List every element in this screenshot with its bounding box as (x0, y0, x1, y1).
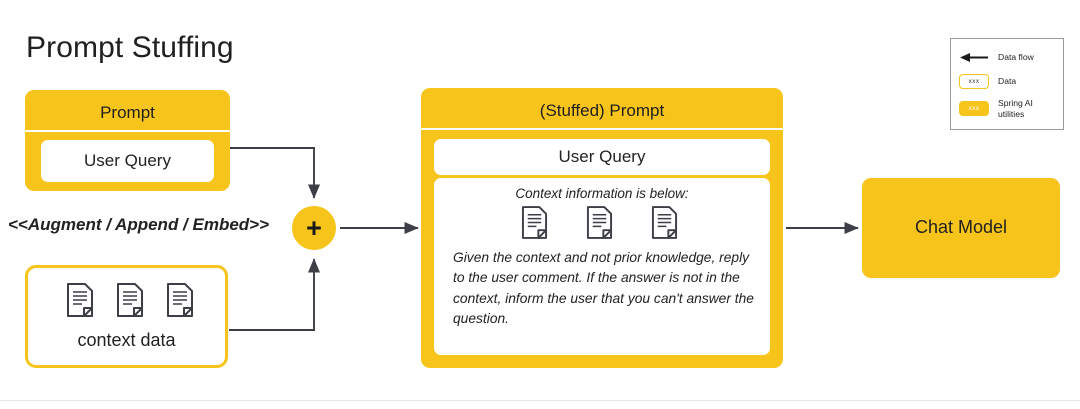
bottom-divider (0, 400, 1080, 401)
plus-combine-node[interactable]: + (292, 206, 336, 250)
chat-model-label: Chat Model (914, 217, 1008, 237)
context-doc-icons (66, 283, 194, 317)
legend-label-data: Data (998, 76, 1017, 87)
stuffed-instruction-text: Given the context and not prior knowledg… (453, 250, 754, 327)
prompt-user-query-box[interactable]: User Query (41, 140, 214, 182)
document-icon (117, 283, 143, 317)
document-icon (651, 206, 678, 239)
arrow-left-icon (960, 53, 988, 62)
document-icon (67, 283, 93, 317)
stuffed-user-query-box[interactable]: User Query (434, 139, 770, 175)
chip-filled-text: xxx (968, 105, 980, 113)
legend-row-spring-ai-utilities: xxx Spring AI utilities (959, 98, 1056, 119)
legend-label-data-flow: Data flow (998, 52, 1034, 63)
prompt-box-divider (25, 130, 230, 132)
wire-context-to-combine (229, 258, 321, 331)
stuffed-prompt-box[interactable]: (Stuffed) Prompt User Query Context info… (421, 88, 783, 368)
augment-append-embed-label: <<Augment / Append / Embed>> (8, 215, 270, 234)
plus-symbol: + (306, 212, 322, 243)
legend-row-data: xxx Data (959, 74, 1016, 89)
stuffed-prompt-divider (421, 128, 783, 130)
stuffed-prompt-header: (Stuffed) Prompt (539, 101, 665, 120)
legend-label-spring-ai-utilities: Spring AI utilities (998, 98, 1033, 119)
page-title: Prompt Stuffing (26, 31, 234, 64)
chip-outline-icon: xxx (959, 74, 989, 89)
chat-model-box[interactable]: Chat Model (862, 178, 1060, 278)
legend-box: Data flow xxx Data xxx Spring AI utiliti… (950, 38, 1064, 130)
context-data-box[interactable]: context data (25, 265, 228, 368)
chip-filled-icon: xxx (959, 101, 989, 117)
prompt-user-query-label: User Query (84, 151, 171, 170)
document-icon (167, 283, 193, 317)
chip-outline-text: xxx (968, 78, 980, 85)
prompt-box-header: Prompt (100, 103, 155, 122)
document-icon (586, 206, 613, 239)
context-information-heading: Context information is below: (515, 186, 689, 201)
stuffed-context-box[interactable]: Context information is below: (434, 178, 770, 355)
context-data-label: context data (77, 330, 176, 350)
document-icon (521, 206, 548, 239)
legend-row-data-flow: Data flow (959, 52, 1034, 63)
wire-prompt-to-combine (229, 147, 321, 199)
prompt-box[interactable]: Prompt User Query (25, 90, 230, 191)
stuffed-doc-icons (521, 206, 678, 239)
stuffed-user-query-label: User Query (558, 147, 646, 166)
